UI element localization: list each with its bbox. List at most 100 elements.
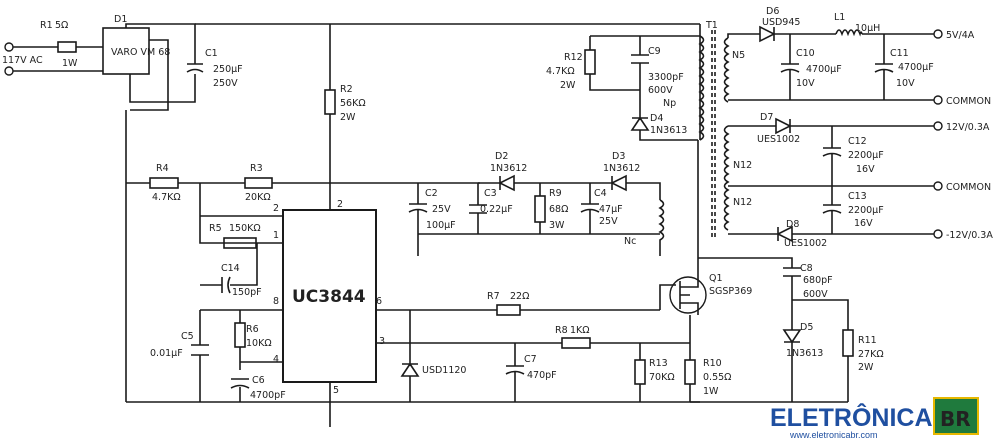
d7-diode: D7 UES1002 <box>757 112 800 145</box>
r11-label: R11 <box>858 335 877 346</box>
r5-value: 150KΩ <box>229 223 261 234</box>
r10-value: 0.55Ω <box>703 372 731 383</box>
c6-capacitor: C6 4700pF <box>230 375 286 401</box>
c12-value: 2200μF <box>848 150 884 161</box>
usd1120-value: USD1120 <box>422 365 466 376</box>
c10-label: C10 <box>796 48 815 59</box>
usd1120-diode: USD1120 <box>400 310 466 402</box>
c6-label: C6 <box>252 375 265 386</box>
c1-capacitor: C1 250μF 250V <box>186 48 243 89</box>
c12-capacitor: C12 2200μF 16V <box>822 126 884 186</box>
c10-extra: 10V <box>796 78 815 89</box>
r12-label: R12 <box>564 52 583 63</box>
c12-label: C12 <box>848 136 867 147</box>
t1-label: T1 <box>705 20 718 31</box>
r13-resistor: R13 70KΩ <box>634 343 675 402</box>
d8-value: UES1002 <box>784 238 827 249</box>
r12-value: 4.7KΩ <box>546 66 575 77</box>
c14-capacitor: C14 150pF <box>221 263 262 298</box>
c10-capacitor: C10 4700μF 10V <box>780 34 842 100</box>
c8-capacitor: C8 680pF 600V <box>783 263 833 300</box>
c14-value: 150pF <box>232 287 262 298</box>
r4-resistor: R4 4.7KΩ <box>149 163 181 203</box>
t1-transformer: T1 N5 N12 N12 <box>698 20 752 240</box>
d6-diode: D6 USD945 <box>759 6 800 43</box>
d7-label: D7 <box>760 112 773 123</box>
r1-value: 5Ω <box>55 20 68 31</box>
r8-label: R8 <box>555 325 568 336</box>
d2-label: D2 <box>495 151 508 162</box>
c8-value: 680pF <box>803 275 833 286</box>
r11-value: 27KΩ <box>858 349 884 360</box>
c5-value: 0.01μF <box>150 348 183 359</box>
r12-extra: 2W <box>560 80 576 91</box>
c11-extra: 10V <box>896 78 915 89</box>
output-12v-label: 12V/0.3A <box>946 122 990 133</box>
pin-label-5: 5 <box>333 385 339 396</box>
d2-diode: D2 1N3612 <box>490 151 580 192</box>
output-neg12v-label: -12V/0.3A <box>946 230 993 241</box>
r6-label: R6 <box>246 324 259 335</box>
pin-label-4: 4 <box>273 354 279 365</box>
uc3844-ic: UC3844 2 2 1 8 4 6 3 5 <box>273 199 385 396</box>
bridge-rectifier: D1 VARO VM 68 <box>102 14 196 111</box>
c14-label: C14 <box>221 263 240 274</box>
c2-capacitor: C2 25V 100μF <box>408 183 456 256</box>
c10-value: 4700μF <box>806 64 842 75</box>
c13-value: 2200μF <box>848 205 884 216</box>
output-terminals: 5V/4A COMMON 12V/0.3A COMMON -12V/0.3A <box>933 29 993 241</box>
nc-label: Nc <box>624 236 636 247</box>
d6-label: D6 <box>766 6 779 17</box>
r6-value: 10KΩ <box>246 338 272 349</box>
c4-value: 47μF <box>599 204 623 215</box>
r2-extra: 2W <box>340 112 356 123</box>
d8-diode: D8 UES1002 <box>776 219 827 249</box>
pin-label-8: 8 <box>273 296 279 307</box>
nc-winding: Nc <box>624 199 665 256</box>
c11-capacitor: C11 4700μF 10V <box>874 34 934 100</box>
c1-extra: 250V <box>213 78 238 89</box>
d4-diode: D4 1N3613 <box>630 113 698 141</box>
r3-resistor: R3 20KΩ <box>244 163 273 203</box>
watermark-logo: ELETRÔNICA www.eletronicabr.com BR <box>770 397 979 440</box>
c13-extra: 16V <box>854 218 873 229</box>
pin-label-2: 2 <box>337 199 343 210</box>
r13-label: R13 <box>649 358 668 369</box>
r10-resistor: R10 0.55Ω 1W <box>640 315 731 402</box>
c9-extra: 600V <box>648 85 673 96</box>
r8-value: 1KΩ <box>570 325 590 336</box>
r1-label: R1 <box>40 20 53 31</box>
c6-value: 4700pF <box>250 390 286 401</box>
ac-input: 117V AC R1 5Ω 1W <box>2 20 103 76</box>
d5-label: D5 <box>800 322 813 333</box>
watermark-badge: BR <box>940 407 971 431</box>
c5-label: C5 <box>181 331 194 342</box>
c7-label: C7 <box>524 354 537 365</box>
c2-label: C2 <box>425 188 438 199</box>
r9-label: R9 <box>549 188 562 199</box>
r6-resistor: R6 10KΩ <box>234 322 272 349</box>
r13-value: 70KΩ <box>649 372 675 383</box>
c11-value: 4700μF <box>898 62 934 73</box>
d6-value: USD945 <box>762 17 800 28</box>
output-5v-label: 5V/4A <box>946 30 975 41</box>
pin-label-1: 1 <box>273 230 279 241</box>
r7-value: 22Ω <box>510 291 529 302</box>
c3-capacitor: C3 0.22μF <box>469 183 513 234</box>
r3-label: R3 <box>250 163 263 174</box>
ns-label: N5 <box>732 50 745 61</box>
r4-value: 4.7KΩ <box>152 192 181 203</box>
r2-label: R2 <box>340 84 353 95</box>
r9-extra: 3W <box>549 220 565 231</box>
r10-label: R10 <box>703 358 722 369</box>
c9-capacitor: C9 3300pF 600V <box>631 36 684 120</box>
l1-inductor: L1 10μH <box>834 12 880 37</box>
d4-value: 1N3613 <box>650 125 687 136</box>
d3-label: D3 <box>612 151 625 162</box>
r1-extra: 1W <box>62 58 78 69</box>
c3-value: 0.22μF <box>480 204 513 215</box>
r7-label: R7 <box>487 291 500 302</box>
watermark-brand: ELETRÔNICA <box>770 402 933 432</box>
c8-label: C8 <box>800 263 813 274</box>
